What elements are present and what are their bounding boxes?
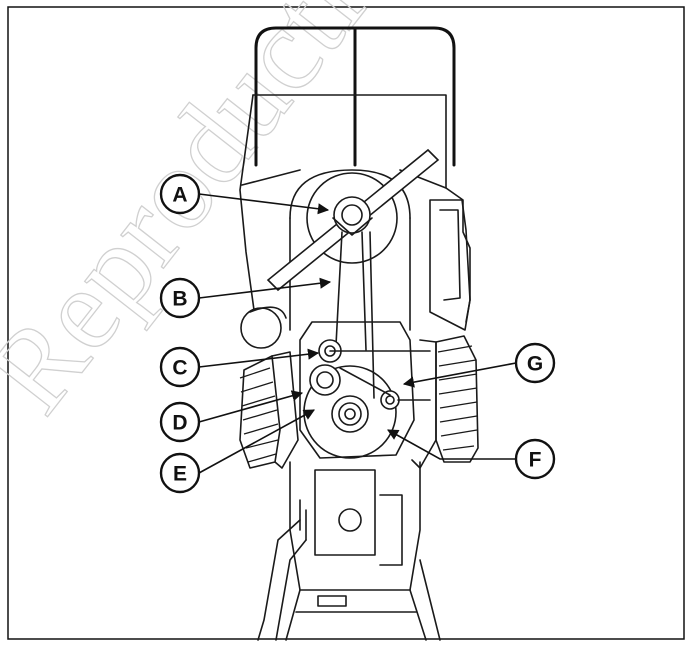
belt-left <box>335 231 343 346</box>
callout-d: D <box>159 401 201 443</box>
side-knob-arc <box>249 306 287 319</box>
svg-text:C: C <box>172 357 187 380</box>
pulley-a-collar <box>332 217 373 236</box>
callout-b: B <box>159 277 201 319</box>
figure-frame <box>7 6 685 640</box>
belt-housing-sides <box>289 217 411 331</box>
leader-c <box>198 348 320 368</box>
left-wheel <box>239 351 299 469</box>
leader-e <box>198 409 315 474</box>
chassis-side-panel <box>379 494 403 566</box>
side-block <box>429 199 471 331</box>
svg-text:D: D <box>172 412 187 435</box>
svg-text:F: F <box>529 449 542 472</box>
watermark-text: Reproduction <box>0 0 461 436</box>
gear-housing <box>299 321 415 459</box>
chassis-panel <box>314 469 376 556</box>
left-arm-inner <box>275 539 307 641</box>
belt-housing-top <box>289 169 411 219</box>
leader-a <box>198 193 330 215</box>
side-knob <box>240 307 282 349</box>
chassis-bolt <box>338 508 362 532</box>
leader-b <box>198 277 332 299</box>
idler-g-hub <box>385 395 395 405</box>
leader-d <box>198 390 304 423</box>
side-block-inner <box>439 209 461 301</box>
pulley-a-hub <box>341 204 363 226</box>
lower-legs <box>285 559 441 641</box>
callout-f: F <box>514 438 556 480</box>
idler-arm <box>339 367 391 396</box>
left-arm-outer <box>257 519 301 641</box>
callout-g: G <box>514 342 556 384</box>
chassis <box>289 461 421 591</box>
chassis-slot <box>317 595 347 607</box>
belt-right <box>361 231 367 351</box>
svg-text:G: G <box>527 353 543 376</box>
belt-outer <box>369 231 375 399</box>
leader-g <box>402 362 517 388</box>
callout-c: C <box>159 346 201 388</box>
callout-a: A <box>159 173 201 215</box>
pulley-e-center <box>344 408 356 420</box>
svg-text:B: B <box>172 288 187 311</box>
upper-pulley-housing <box>306 172 398 264</box>
svg-text:E: E <box>173 463 187 486</box>
chassis-left-bracket <box>299 499 307 541</box>
callout-e: E <box>159 452 201 494</box>
pulley-d-hub <box>316 371 334 389</box>
leader-f <box>387 429 516 460</box>
housing-left-edge <box>239 94 255 311</box>
right-wheel <box>411 335 479 469</box>
svg-text:A: A <box>172 184 187 207</box>
